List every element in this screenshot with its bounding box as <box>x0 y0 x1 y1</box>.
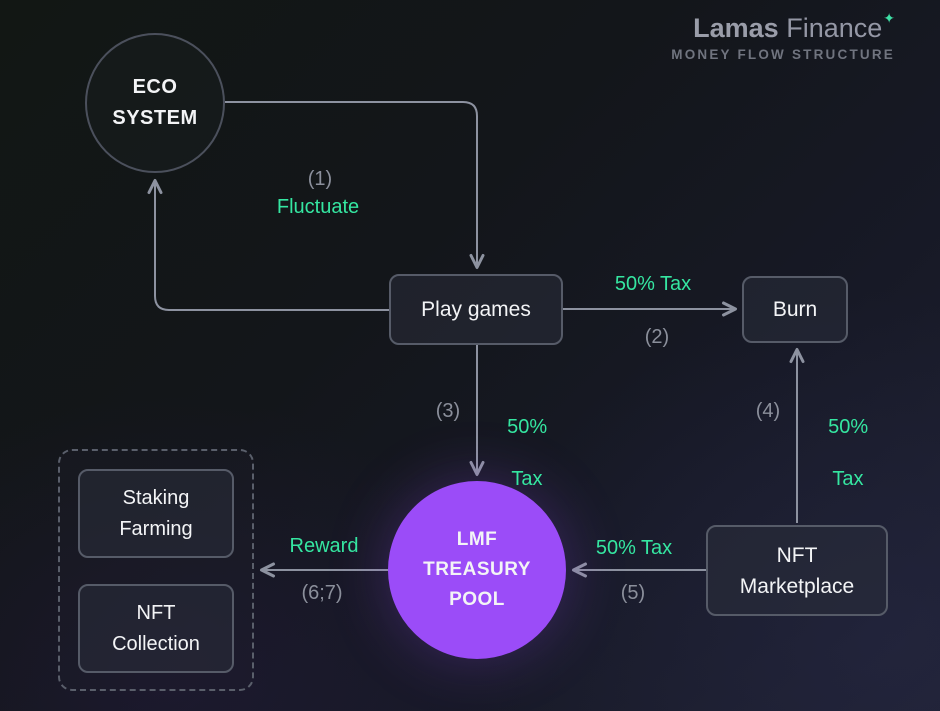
node-nft-marketplace-line1: NFT <box>776 543 818 567</box>
edge1-number: (1) <box>307 168 333 190</box>
node-staking-farming: Staking Farming <box>78 469 234 558</box>
node-play-games-label: Play games <box>421 298 531 321</box>
edge4-number: (4) <box>755 400 781 422</box>
edge3-label-line2: Tax <box>511 468 543 490</box>
node-nft-marketplace-line2: Marketplace <box>739 574 855 598</box>
arrow-playgames-to-ecosystem <box>147 179 389 311</box>
edge3-label: 50% Tax <box>485 388 547 518</box>
node-staking-farming-line2: Farming <box>119 517 193 540</box>
node-burn-label: Burn <box>772 298 818 321</box>
node-ecosystem-line1: ECO <box>132 76 178 98</box>
node-ecosystem: ECO SYSTEM <box>85 33 225 173</box>
node-nft-collection: NFT Collection <box>78 584 234 673</box>
brand-name: Lamas Finance✦ <box>671 10 895 44</box>
brand-header: Lamas Finance✦ MONEY FLOW STRUCTURE <box>671 10 895 62</box>
edge3-number: (3) <box>435 400 461 422</box>
node-staking-farming-line1: Staking <box>122 486 190 509</box>
edge5-label: 50% Tax <box>595 537 673 559</box>
edge5-number: (5) <box>620 582 646 604</box>
brand-name-bold: Lamas <box>693 13 779 43</box>
edge67-label: Reward <box>289 535 359 557</box>
sparkle-icon: ✦ <box>883 10 895 26</box>
edge4-label-line1: 50% <box>828 416 869 438</box>
node-burn: Burn <box>742 276 848 343</box>
arrow-ecosystem-to-playgames <box>225 101 485 269</box>
edge2-number: (2) <box>644 326 670 348</box>
edge2-label: 50% Tax <box>614 273 692 295</box>
edge3-label-line1: 50% <box>507 416 548 438</box>
edge1-label: Fluctuate <box>276 196 360 218</box>
node-nft-collection-line1: NFT <box>136 601 176 624</box>
node-treasury-pool-line3: POOL <box>449 589 505 610</box>
brand-name-light: Finance <box>778 13 883 43</box>
node-nft-collection-line2: Collection <box>112 632 200 655</box>
edge4-label: 50% Tax <box>806 388 868 518</box>
node-treasury-pool-line2: TREASURY <box>423 559 531 580</box>
node-treasury-pool-line1: LMF <box>456 529 498 550</box>
node-treasury-pool: LMF TREASURY POOL <box>388 481 566 659</box>
node-play-games: Play games <box>389 274 563 345</box>
brand-subtitle: MONEY FLOW STRUCTURE <box>671 47 895 62</box>
node-nft-marketplace: NFT Marketplace <box>706 525 888 616</box>
node-ecosystem-line2: SYSTEM <box>112 107 198 129</box>
edge4-label-line2: Tax <box>832 468 864 490</box>
edge67-number: (6;7) <box>301 582 343 604</box>
